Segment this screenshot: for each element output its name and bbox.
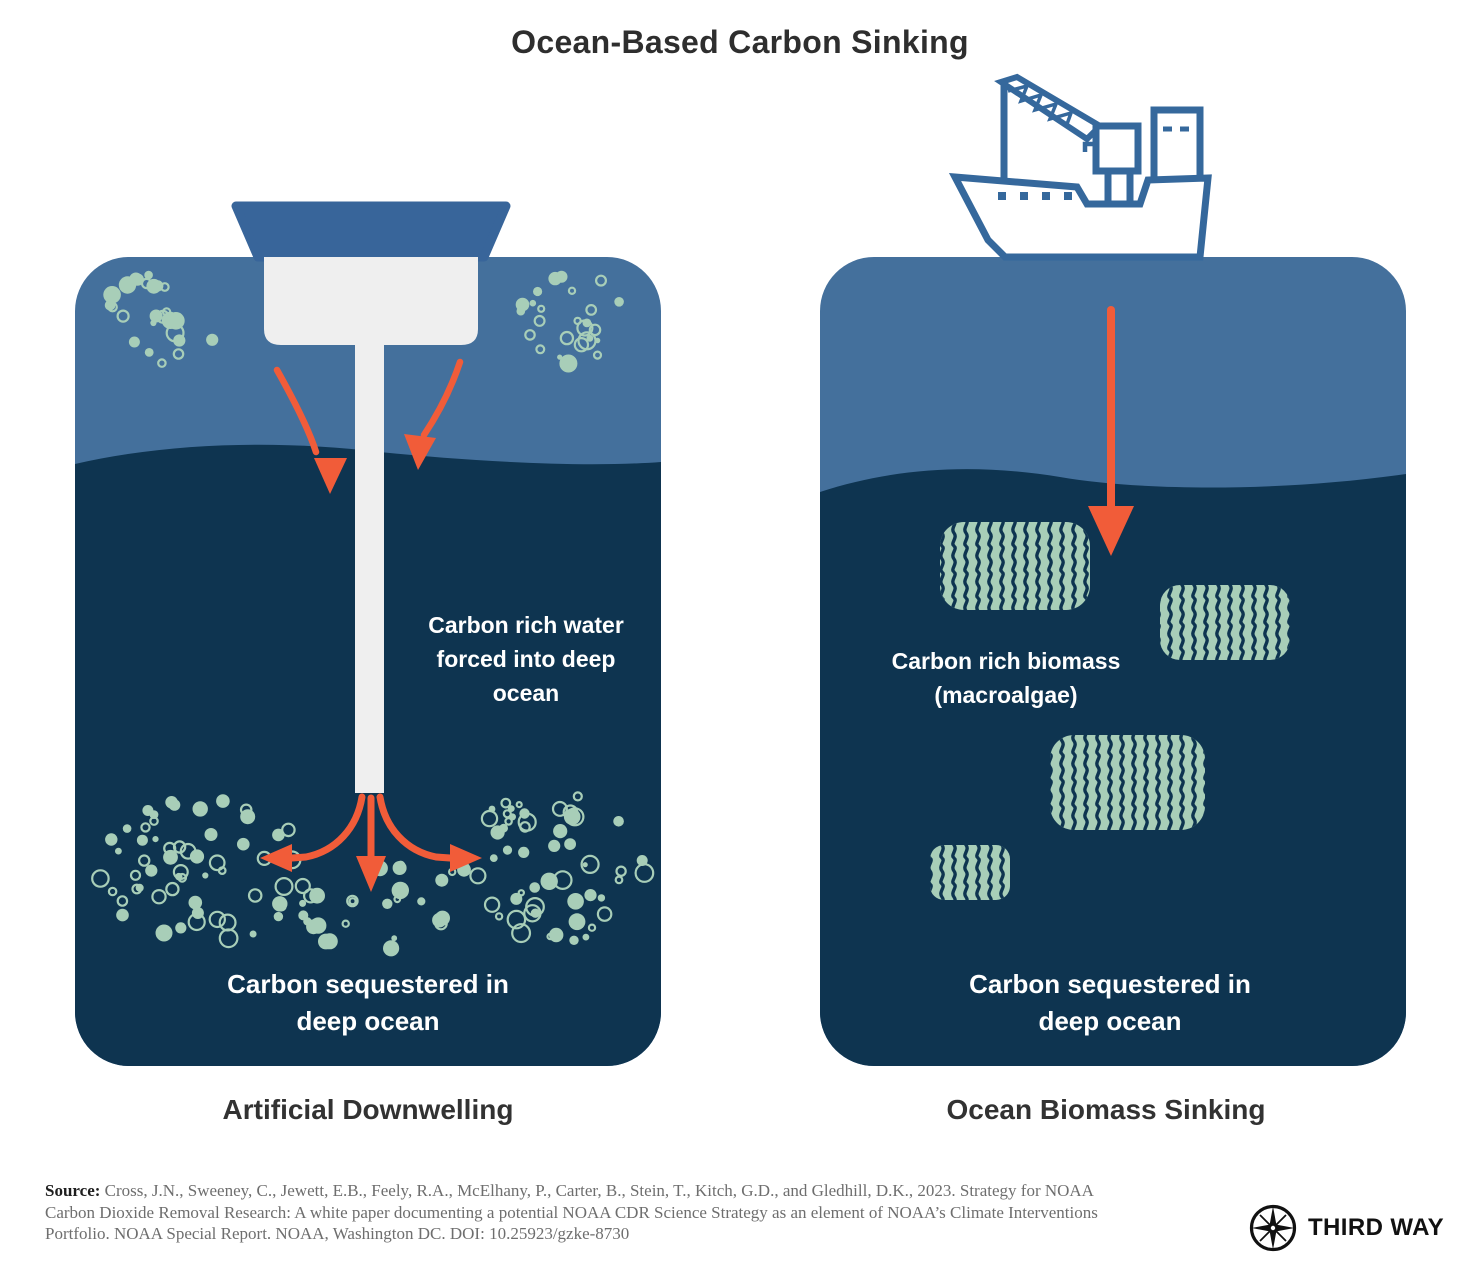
result-label-left: Carbon sequestered in deep ocean bbox=[227, 969, 509, 1036]
carbon-bubbles-bottom-left bbox=[91, 794, 311, 949]
crane-house bbox=[1092, 122, 1142, 175]
ship-portholes bbox=[998, 192, 1072, 200]
compass-icon bbox=[1249, 1204, 1297, 1252]
macroalgae-patch-3 bbox=[1050, 735, 1205, 830]
caption-ocean-biomass-sinking: Ocean Biomass Sinking bbox=[946, 1094, 1266, 1125]
process-label-left: Carbon rich water forced into deep ocean bbox=[428, 612, 624, 706]
outflow-arrowhead-right bbox=[450, 844, 482, 872]
page-title: Ocean-Based Carbon Sinking bbox=[511, 24, 969, 60]
carbon-bubbles-top-right bbox=[515, 270, 624, 373]
outflow-arrowhead-down bbox=[356, 856, 386, 892]
ship-icon bbox=[948, 73, 1212, 261]
source-text: Cross, J.N., Sweeney, C., Jewett, E.B., … bbox=[45, 1181, 1098, 1243]
outflow-arrow-icons bbox=[260, 793, 482, 892]
sinking-arrow-icon bbox=[1088, 306, 1134, 556]
crane-hook bbox=[1082, 141, 1096, 152]
panel-ocean-biomass-art bbox=[820, 73, 1406, 1066]
funnel-pipe bbox=[355, 341, 384, 793]
ship-hull bbox=[948, 172, 1212, 261]
intake-arrow-left bbox=[273, 366, 320, 456]
panel-artificial-downwelling-art bbox=[75, 201, 661, 1066]
intake-arrow-right bbox=[420, 358, 464, 439]
crane-lattice bbox=[1007, 83, 1074, 128]
ship-funnel-tower bbox=[1150, 106, 1204, 184]
caption-artificial-downwelling: Artificial Downwelling bbox=[222, 1094, 514, 1125]
carbon-bubbles-top-left bbox=[103, 270, 219, 368]
funnel-collector bbox=[264, 257, 478, 345]
third-way-logo: THIRD WAY bbox=[1248, 1203, 1444, 1253]
carbon-bubbles-bottom-right bbox=[448, 791, 655, 945]
crane-pedestal bbox=[1104, 171, 1134, 204]
outflow-arrowhead-left bbox=[260, 844, 292, 872]
funnel-top bbox=[231, 201, 511, 262]
outflow-arrow-right bbox=[376, 793, 454, 862]
intake-arrowhead-left bbox=[314, 458, 347, 494]
outflow-arrow-left bbox=[288, 793, 366, 862]
macroalgae-patch-2 bbox=[1160, 585, 1290, 660]
downwelling-arrow-icons bbox=[273, 358, 464, 494]
macroalgae-patches bbox=[930, 522, 1290, 900]
result-label-right: Carbon sequestered in deep ocean bbox=[969, 969, 1251, 1036]
crane-boom bbox=[994, 73, 1105, 143]
source-label: Source: bbox=[45, 1181, 101, 1200]
sinking-arrowhead bbox=[1088, 506, 1134, 556]
process-label-right: Carbon rich biomass (macroalgae) bbox=[891, 648, 1121, 708]
intake-arrowhead-right bbox=[404, 434, 436, 470]
source-note: Source: Cross, J.N., Sweeney, C., Jewett… bbox=[45, 1180, 1100, 1245]
logo-text: THIRD WAY bbox=[1308, 1214, 1445, 1241]
downwelling-pump-icon bbox=[231, 201, 511, 793]
macroalgae-patch-4 bbox=[930, 845, 1010, 900]
macroalgae-patch-1 bbox=[940, 522, 1090, 610]
